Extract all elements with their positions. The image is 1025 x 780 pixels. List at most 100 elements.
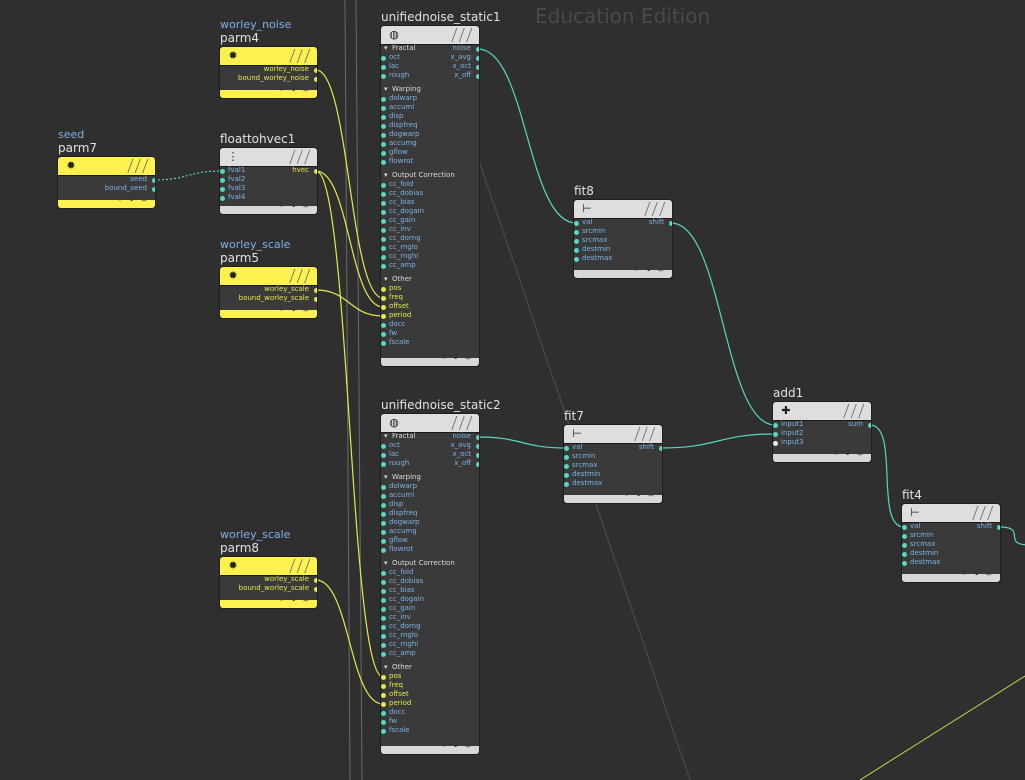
node-flags-stripes[interactable] [451,28,473,42]
output-port-shift[interactable] [658,445,662,451]
input-port-cc_inv[interactable] [381,227,386,233]
input-port-accuml[interactable] [381,105,386,111]
node-name[interactable]: parm7 [58,141,98,155]
footer-glyph[interactable]: ◦ [624,491,630,501]
output-port-hvec[interactable] [313,168,317,174]
footer-glyph[interactable]: ‒ [648,491,654,501]
footer-glyph[interactable]: • [129,196,135,206]
node-flags-stripes[interactable] [289,559,311,573]
input-port-docc[interactable] [381,322,386,328]
node-name[interactable]: unifiednoise_static2 [381,398,501,412]
footer-glyph[interactable]: ‒ [303,86,309,96]
node-flags-stripes[interactable] [127,159,149,173]
input-port-oct[interactable] [381,55,386,61]
group-toggle-other[interactable]: ▾ [384,663,388,671]
footer-glyph[interactable]: • [646,266,652,276]
footer-glyph[interactable]: • [974,570,980,580]
group-toggle-other[interactable]: ▾ [384,275,388,283]
input-port-gflow[interactable] [381,150,386,156]
node-flags-stripes[interactable] [289,269,311,283]
input-port-cc_fold[interactable] [381,182,386,188]
footer-glyph[interactable]: • [291,306,297,316]
footer-glyph[interactable]: • [291,86,297,96]
footer-glyph[interactable]: ‒ [141,196,147,206]
output-port-x_oct[interactable] [475,64,479,70]
input-port-cc_dogain[interactable] [381,597,386,603]
node-header[interactable]: ◍ [381,26,479,45]
input-port-input2[interactable] [773,431,778,437]
input-port-cc_fold[interactable] [381,570,386,576]
input-port-gflow[interactable] [381,538,386,544]
input-port-cc_inv[interactable] [381,615,386,621]
footer-glyph[interactable]: ‒ [303,596,309,606]
footer-glyph[interactable]: ‒ [303,202,309,212]
output-port-noise[interactable] [475,434,479,440]
input-port-fval2[interactable] [220,177,225,183]
input-port-dogwarp[interactable] [381,520,386,526]
node-header[interactable]: ⊢ [574,200,672,219]
footer-glyph[interactable]: ◦ [441,354,447,364]
connection-wire[interactable] [660,433,776,449]
input-port-cc_rnghi[interactable] [381,642,386,648]
node-header[interactable]: ✹ [58,157,155,176]
input-port-accumg[interactable] [381,141,386,147]
input-port-flowrot[interactable] [381,547,386,553]
node-header[interactable]: ✚ [773,402,871,421]
connection-wire[interactable] [477,436,567,449]
footer-glyph[interactable]: ‒ [465,742,471,752]
output-port-worley_scale[interactable] [313,287,317,293]
group-toggle-output-correction[interactable]: ▾ [384,171,388,179]
input-port-rough[interactable] [381,73,386,79]
input-port-dolwarp[interactable] [381,484,386,490]
input-port-srcmin[interactable] [902,533,907,539]
node-flags-stripes[interactable] [634,427,656,441]
connection-wire[interactable] [153,170,223,181]
input-port-flowrot[interactable] [381,159,386,165]
footer-glyph[interactable]: ◦ [833,450,839,460]
output-port-bound_seed[interactable] [151,186,155,192]
footer-glyph[interactable]: • [636,491,642,501]
node-header[interactable]: ⋮ [220,148,317,167]
input-port-docc[interactable] [381,710,386,716]
input-port-srcmax[interactable] [902,542,907,548]
input-port-pos[interactable] [381,286,386,292]
input-port-lac[interactable] [381,64,386,70]
input-port-disp[interactable] [381,502,386,508]
input-port-destmin[interactable] [564,472,569,478]
footer-glyph[interactable]: • [291,202,297,212]
group-toggle-warping[interactable]: ▾ [384,85,388,93]
connection-wire[interactable] [315,69,384,299]
node-name[interactable]: parm4 [220,31,260,45]
node-name[interactable]: fit8 [574,184,594,198]
input-port-srcmin[interactable] [574,229,579,235]
group-toggle-warping[interactable]: ▾ [384,473,388,481]
input-port-cc_amp[interactable] [381,651,386,657]
group-toggle-output-correction[interactable]: ▾ [384,559,388,567]
connection-wire[interactable] [670,222,776,426]
output-port-sum[interactable] [867,422,871,428]
input-port-dispfreq[interactable] [381,511,386,517]
input-port-cc_dogain[interactable] [381,209,386,215]
input-port-rough[interactable] [381,461,386,467]
connection-wire[interactable] [315,170,384,678]
input-port-lac[interactable] [381,452,386,458]
input-port-input3[interactable] [773,440,778,446]
node-name[interactable]: fit4 [902,488,922,502]
input-port-cc_bias[interactable] [381,588,386,594]
input-port-accuml[interactable] [381,493,386,499]
input-port-val[interactable] [574,220,579,226]
node-header[interactable]: ⊢ [564,425,662,444]
input-port-fscale[interactable] [381,340,386,346]
input-port-fval4[interactable] [220,195,225,201]
input-port-offset[interactable] [381,692,386,698]
input-port-cc_amp[interactable] [381,263,386,269]
footer-glyph[interactable]: • [453,742,459,752]
footer-glyph[interactable]: ◦ [441,742,447,752]
node-name[interactable]: floattohvec1 [220,132,296,146]
